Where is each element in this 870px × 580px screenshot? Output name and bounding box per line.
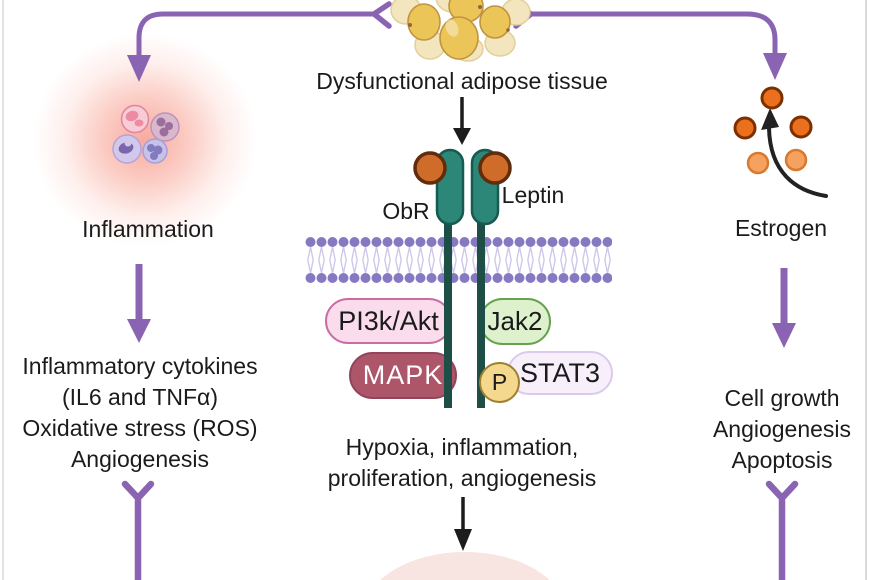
tumor-blob <box>380 552 550 580</box>
signal-fork-left-icon <box>121 480 155 580</box>
inflammation-outcomes: Inflammatory cytokines (IL6 and TNFα) Ox… <box>22 351 257 475</box>
estrogen-arrow-down-icon <box>772 268 796 348</box>
estrogen-molecules-illustration <box>733 86 828 198</box>
outcome-line: Angiogenesis <box>70 446 210 472</box>
outcome-line: Hypoxia, inflammation, <box>345 434 579 460</box>
mapk-molecule: MAPK <box>349 352 457 399</box>
outcome-line: (IL6 and TNFα) <box>61 384 219 410</box>
outcome-line: Oxidative stress (ROS) <box>22 415 258 441</box>
arrow-down-icon <box>454 497 472 551</box>
cell-membrane <box>305 236 612 284</box>
pi3k-akt-molecule: PI3k/Akt <box>325 298 452 344</box>
estrogen-label: Estrogen <box>734 215 828 241</box>
outcome-line: Apoptosis <box>731 447 833 473</box>
jak2-molecule: Jak2 <box>479 298 551 345</box>
ligand-label: Leptin <box>501 182 565 208</box>
leptin-ligand-ball <box>413 151 512 185</box>
outcome-line: proliferation, angiogenesis <box>327 465 597 491</box>
inflammation-label: Inflammation <box>82 216 214 242</box>
outcome-line: Angiogenesis <box>712 416 852 442</box>
adipose-tissue-illustration <box>390 0 531 62</box>
inflammation-arrow-down-icon <box>127 264 151 343</box>
estrogen-outcomes: Cell growth Angiogenesis Apoptosis <box>713 383 851 476</box>
arrow-down-icon <box>453 97 471 145</box>
adipose-label: Dysfunctional adipose tissue <box>316 68 608 94</box>
stat3-molecule: STAT3 <box>507 351 613 395</box>
page-edge-right <box>865 0 867 580</box>
signal-fork-right-icon <box>765 480 799 580</box>
leptin-outcomes: Hypoxia, inflammation, proliferation, an… <box>328 432 597 494</box>
outcome-line: Cell growth <box>724 385 840 411</box>
receptor-label: ObR <box>382 198 430 224</box>
page-edge-left <box>2 0 4 580</box>
outcome-line: Inflammatory cytokines <box>22 353 258 379</box>
phospho-badge: P <box>479 362 520 403</box>
